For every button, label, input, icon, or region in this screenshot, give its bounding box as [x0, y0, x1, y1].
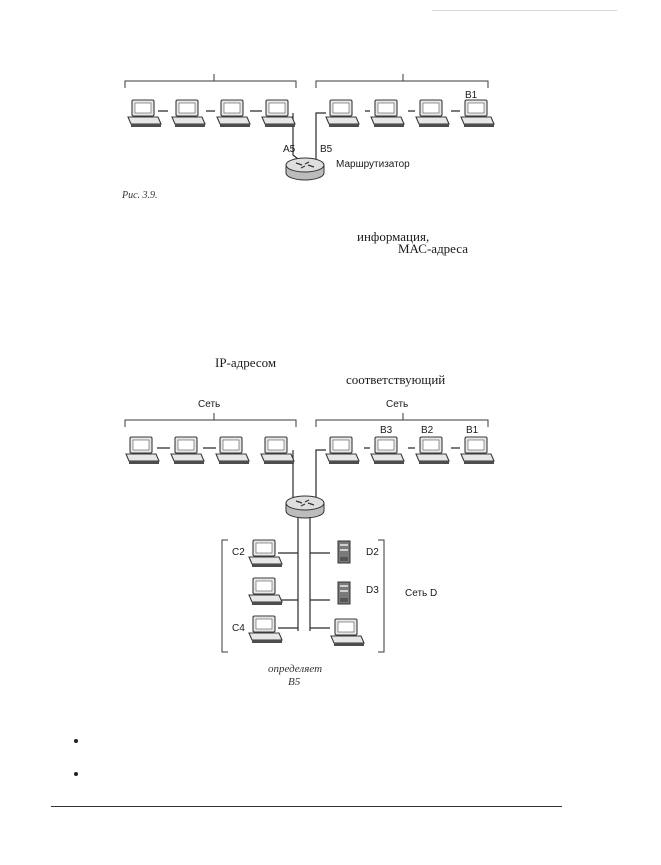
list-bullet — [74, 772, 78, 776]
server-icon — [337, 581, 351, 605]
label-net-right: Сеть — [386, 399, 408, 410]
router-icon — [285, 157, 325, 181]
computer-icon — [215, 436, 250, 465]
network-bracket-left — [124, 413, 297, 427]
figure-1-caption: Рис. 3.9. — [122, 190, 158, 201]
computer-icon — [260, 436, 295, 465]
label-net-left: Сеть — [198, 399, 220, 410]
server-icon — [337, 540, 351, 564]
figure-2-caption-line1: определяет — [268, 663, 323, 675]
label-b3: B3 — [380, 425, 393, 436]
label-d3: D3 — [366, 585, 379, 596]
label-b2: B2 — [421, 425, 434, 436]
label-network-d: Сеть D — [405, 588, 437, 599]
computer-icon — [248, 539, 283, 568]
list-bullet — [74, 739, 78, 743]
computer-icon — [170, 436, 205, 465]
computer-icon — [415, 436, 450, 465]
network-d-trunk — [278, 517, 330, 631]
computer-icon — [325, 436, 360, 465]
network-d-bracket-right — [378, 539, 385, 653]
network-bracket-left — [124, 74, 297, 88]
computer-icon — [261, 99, 296, 128]
computer-icon — [415, 99, 450, 128]
computer-icon — [216, 99, 251, 128]
text-mac-address: МАС-адреса — [398, 241, 468, 256]
computer-icon — [171, 99, 206, 128]
left-segment-wire — [158, 110, 304, 164]
text-sootvetstvuyushchiy: соответствующий — [346, 372, 446, 387]
computer-icon — [460, 99, 495, 128]
label-c4: C4 — [232, 623, 245, 634]
top-edge-rule — [432, 10, 617, 11]
right-segment-wire — [315, 447, 460, 500]
figure-2-caption-line2: B5 — [288, 676, 301, 688]
computer-icon — [370, 436, 405, 465]
right-segment-wire — [315, 110, 460, 163]
text-informacia: информация, — [357, 229, 430, 244]
label-b1: B1 — [466, 425, 479, 436]
text-ip-address: IP-адресом — [215, 355, 277, 370]
network-bracket-right — [315, 413, 489, 427]
page-bottom-rule — [51, 806, 562, 807]
router-icon — [285, 495, 325, 519]
label-c2: C2 — [232, 547, 245, 558]
label-b5: B5 — [320, 144, 333, 155]
computer-icon — [460, 436, 495, 465]
computer-icon — [248, 615, 283, 644]
figure-2-network-diagram: Сеть Сеть B3 B2 B1 C2 C4 D2 D3 Сеть D — [124, 399, 495, 653]
network-bracket-right — [315, 74, 489, 88]
computer-icon — [370, 99, 405, 128]
label-a5: A5 — [283, 144, 296, 155]
label-b1: B1 — [465, 90, 478, 101]
computer-icon — [127, 99, 162, 128]
computer-icon — [125, 436, 160, 465]
figure-1-network-diagram: A5 B5 B1 Маршрутизатор — [124, 74, 495, 181]
computer-icon — [330, 618, 365, 647]
computer-icon — [248, 577, 283, 606]
computer-icon — [325, 99, 360, 128]
network-d-bracket-left — [221, 539, 228, 653]
label-d2: D2 — [366, 547, 379, 558]
label-router: Маршрутизатор — [336, 159, 410, 170]
